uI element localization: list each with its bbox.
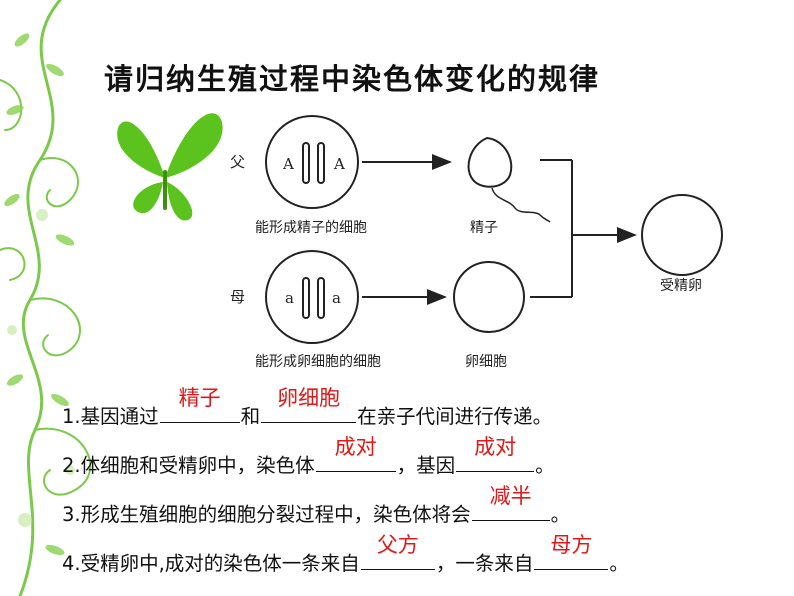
question-number: 1. bbox=[62, 405, 81, 428]
floral-swirl-decoration bbox=[0, 0, 223, 596]
father-label: 父 bbox=[230, 153, 245, 171]
question-4: 4.受精卵中,成对的染色体一条来自父方 ，一条来自母方。 bbox=[62, 533, 782, 588]
mother-cell bbox=[265, 250, 359, 344]
question-text: 受精卵中,成对的染色体一条来自 bbox=[80, 552, 360, 575]
answer-blank[interactable]: 精子 bbox=[159, 386, 240, 423]
answer-text: 成对 bbox=[474, 435, 517, 459]
sperm-head bbox=[467, 136, 513, 188]
question-number: 3. bbox=[62, 503, 81, 526]
answer-blank[interactable]: 减半 bbox=[471, 484, 550, 521]
question-text: 形成生殖细胞的细胞分裂过程中，染色体将会 bbox=[80, 503, 471, 526]
father-chromosome-right bbox=[317, 142, 325, 184]
answer-text: 减半 bbox=[489, 484, 532, 508]
answer-blank[interactable]: 母方 bbox=[534, 533, 609, 570]
question-text: 体细胞和受精卵中，染色体 bbox=[80, 454, 315, 477]
answer-blank[interactable]: 父方 bbox=[360, 533, 435, 570]
sperm-caption: 精子 bbox=[470, 220, 498, 236]
question-2: 2.体细胞和受精卵中，染色体成对，基因成对。 bbox=[62, 435, 782, 490]
question-text: 在亲子代间进行传递。 bbox=[357, 405, 553, 428]
question-text: ，一条来自 bbox=[435, 552, 534, 575]
question-number: 4. bbox=[62, 552, 81, 575]
question-text: 。 bbox=[550, 503, 571, 526]
egg-caption: 卵细胞 bbox=[465, 354, 507, 370]
answer-blank[interactable]: 成对 bbox=[315, 435, 396, 472]
sperm-tail bbox=[491, 187, 551, 223]
zygote-caption: 受精卵 bbox=[660, 278, 702, 294]
mother-chromosome-left bbox=[302, 277, 310, 319]
egg-cell bbox=[453, 261, 525, 333]
question-number: 2. bbox=[62, 454, 81, 477]
father-cell bbox=[265, 115, 359, 209]
father-gene-left: A bbox=[282, 155, 294, 173]
page-title: 请归纳生殖过程中染色体变化的规律 bbox=[104, 62, 601, 96]
egg-parent-cell-caption: 能形成卵细胞的细胞 bbox=[255, 354, 381, 370]
question-text: 。 bbox=[609, 552, 629, 575]
father-gene-right: A bbox=[333, 155, 345, 173]
zygote-cell bbox=[641, 194, 723, 276]
question-text: 基因通过 bbox=[80, 405, 159, 428]
question-1: 1.基因通过精子和卵细胞在亲子代间进行传递。 bbox=[62, 386, 782, 441]
question-list: 1.基因通过精子和卵细胞在亲子代间进行传递。 2.体细胞和受精卵中，染色体成对，… bbox=[62, 386, 782, 588]
sperm-parent-cell-caption: 能形成精子的细胞 bbox=[255, 220, 367, 236]
question-text: ，基因 bbox=[396, 454, 456, 477]
mother-gene-right: a bbox=[332, 289, 341, 307]
answer-text: 父方 bbox=[376, 533, 419, 557]
mother-gene-left: a bbox=[285, 289, 294, 307]
father-chromosome-left bbox=[302, 142, 310, 184]
answer-text: 精子 bbox=[178, 386, 221, 410]
answer-blank[interactable]: 卵细胞 bbox=[261, 386, 357, 423]
mother-chromosome-right bbox=[317, 277, 325, 319]
answer-text: 母方 bbox=[550, 533, 593, 557]
answer-blank[interactable]: 成对 bbox=[456, 435, 535, 472]
answer-text: 卵细胞 bbox=[277, 386, 341, 410]
answer-text: 成对 bbox=[334, 435, 377, 459]
question-text: 。 bbox=[535, 454, 555, 477]
question-text: 和 bbox=[240, 405, 261, 428]
question-3: 3.形成生殖细胞的细胞分裂过程中，染色体将会减半。 bbox=[62, 484, 782, 539]
butterfly-icon bbox=[117, 113, 223, 221]
mother-label: 母 bbox=[230, 288, 245, 306]
